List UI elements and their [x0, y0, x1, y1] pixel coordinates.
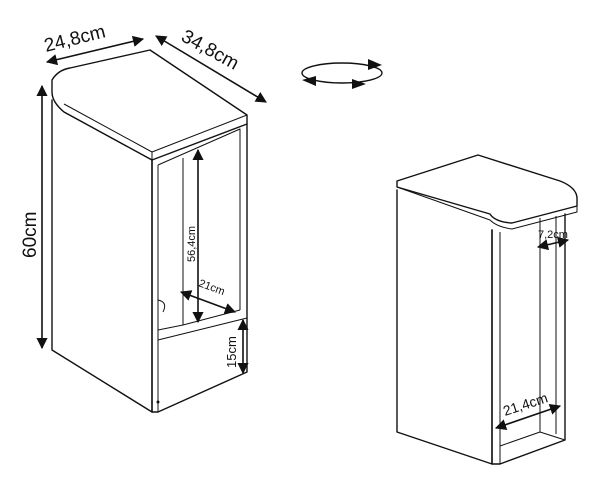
- right-cabinet-side: [396, 189, 493, 465]
- inner-width-dimension: [179, 290, 237, 314]
- right-cabinet-top: [396, 154, 578, 224]
- top-depth-dimension: [45, 35, 145, 66]
- inner-height-label: 56,4cm: [186, 226, 198, 262]
- left-cabinet: [51, 49, 248, 413]
- side-gap-dimension: [536, 236, 570, 251]
- left-cabinet-side: [51, 99, 153, 413]
- rotate-arrows-icon: [301, 59, 383, 89]
- top-width-label: 34,8cm: [178, 26, 243, 75]
- height-label: 60cm: [20, 212, 41, 258]
- inner-width-label: 21cm: [197, 278, 226, 298]
- base-height-label: 15cm: [224, 336, 239, 368]
- top-width-dimension: [155, 35, 267, 103]
- top-depth-label: 24,8cm: [42, 21, 108, 56]
- opening-width-label: 21,4cm: [501, 389, 550, 418]
- right-cabinet-front-frame: [491, 213, 566, 465]
- right-cabinet: [396, 154, 578, 465]
- side-gap-label: 7,2cm: [538, 229, 568, 241]
- opening-width-dimension: [494, 403, 562, 431]
